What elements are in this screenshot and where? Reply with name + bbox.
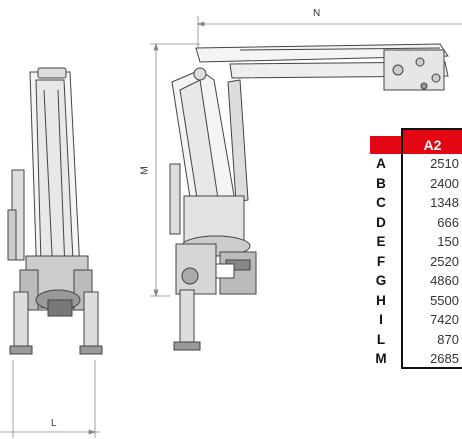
spec-row: C 1348	[370, 193, 462, 213]
spec-table-header: A2	[370, 128, 462, 154]
spec-value: 2520	[401, 251, 462, 271]
crane-side-view	[169, 43, 449, 351]
spec-row: F 2520	[370, 251, 462, 271]
spec-letter: H	[376, 292, 386, 308]
header-accent	[370, 136, 401, 154]
spec-letter: E	[376, 234, 386, 249]
dimension-n-label: N	[313, 8, 321, 19]
spec-letter: F	[376, 253, 386, 269]
spec-letter: C	[376, 195, 386, 210]
model-header: A2	[401, 128, 462, 154]
spec-value: 1348	[401, 193, 462, 213]
spec-value: 870	[401, 329, 462, 349]
spec-row: A 2510	[370, 154, 462, 174]
spec-letter: L	[376, 331, 386, 347]
spec-value: 5500	[401, 290, 462, 310]
spec-letter: D	[376, 214, 386, 230]
spec-letter: G	[375, 273, 387, 288]
spec-value: 2685	[401, 349, 462, 369]
dimension-l-label: L	[51, 418, 57, 429]
spec-letter: I	[379, 312, 383, 327]
spec-value: 666	[401, 212, 462, 232]
spec-row: L 870	[370, 329, 462, 349]
spec-value: 2400	[401, 173, 462, 193]
spec-row: M 2685	[370, 349, 462, 369]
spec-row: H 5500	[370, 290, 462, 310]
spec-value: 2510	[401, 154, 462, 174]
spec-letter: B	[376, 175, 386, 191]
spec-letter: M	[375, 351, 387, 366]
spec-value: 4860	[401, 271, 462, 291]
dimension-lines	[0, 16, 462, 438]
spec-row: D 666	[370, 212, 462, 232]
spec-letter: A	[376, 156, 386, 171]
spec-row: I 7420	[370, 310, 462, 330]
spec-row: B 2400	[370, 173, 462, 193]
spec-value: 150	[401, 232, 462, 252]
dimension-m-label: M	[139, 166, 151, 175]
spec-row: E 150	[370, 232, 462, 252]
spec-value: 7420	[401, 310, 462, 330]
crane-front-view	[7, 67, 103, 355]
spec-row: G 4860	[370, 271, 462, 291]
